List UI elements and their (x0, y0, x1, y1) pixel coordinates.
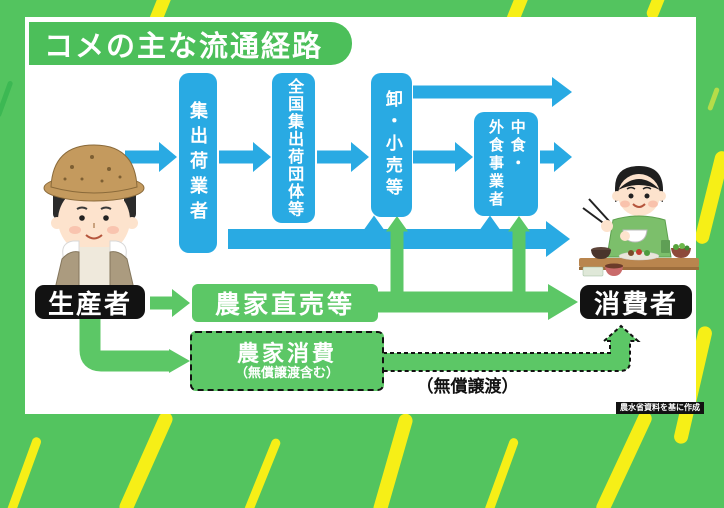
arrow-producer-to-directsales (150, 289, 190, 317)
farmer-face-features (69, 206, 119, 240)
arrow-producer-to-collector (125, 142, 177, 172)
node-farm-consumption-sublabel: （無償譲渡含む） (234, 364, 339, 380)
consumer-hand (601, 220, 613, 232)
arrow-up-blue-into-wholesale (363, 215, 385, 231)
consumer-face-features (620, 186, 658, 208)
dishes (582, 240, 691, 277)
free-transfer-annotation: （無償譲渡） (416, 377, 519, 396)
page-title: コメの主な流通経路 (44, 30, 324, 63)
node-wholesale-retail: 卸・小売等 (371, 73, 412, 217)
farmer-straw-hat (43, 144, 145, 202)
node-farm-consumption: 農家消費 （無償譲渡含む） (190, 331, 384, 391)
arrow-up-green-into-wholesale (386, 216, 408, 302)
node-collector-label: 集出荷業者 (188, 100, 209, 226)
title-banner: コメの主な流通経路 (29, 22, 352, 65)
arrow-producer-to-farmconsumption-head (169, 349, 190, 373)
node-national-org: 全国集出荷団体等 (272, 73, 315, 223)
arrow-free-transfer-dashed (382, 324, 641, 372)
source-attribution: 農水省資料を基に作成 (616, 402, 704, 414)
farmer-face (58, 185, 130, 255)
node-direct-sales-label: 農家直売等 (214, 291, 355, 319)
consumer-fringe (618, 179, 660, 190)
arrow-collector-to-national (219, 142, 271, 172)
arrow-directsales-to-consumer (378, 284, 578, 320)
node-collector: 集出荷業者 (179, 73, 217, 253)
farmer-icon (43, 144, 145, 289)
node-national-org-label: 全国集出荷団体等 (285, 78, 303, 218)
producer-label: 生産者 (35, 285, 145, 319)
producer-label-text: 生産者 (47, 288, 132, 319)
farmer-undershirt (77, 247, 112, 289)
consumer-label: 消費者 (580, 285, 692, 319)
chopsticks (582, 198, 610, 226)
farmer-vest (54, 251, 135, 289)
arrow-wholesale-to-consumer-top (413, 77, 572, 107)
node-foodservice: 中食・ 外食事業者 (474, 112, 538, 216)
arrow-up-blue-into-foodservice (479, 215, 501, 231)
arrow-producer-to-farmconsumption (79, 318, 169, 372)
table-edge (579, 267, 699, 270)
arrow-wholesale-to-foodservice (413, 142, 473, 172)
node-wholesale-retail-label: 卸・小売等 (382, 90, 402, 200)
arrow-national-to-wholesale (317, 142, 369, 172)
arrow-foodservice-to-consumer (540, 142, 572, 172)
node-foodservice-label: 中食・ 外食事業者 (487, 119, 526, 209)
node-farm-consumption-label: 農家消費 (236, 340, 337, 366)
node-direct-sales: 農家直売等 (192, 284, 378, 322)
arrow-up-green-into-foodservice (508, 216, 530, 302)
consumer-label-text: 消費者 (593, 288, 678, 319)
rice-bowl (620, 229, 648, 243)
consumer-eating-icon (579, 166, 699, 277)
